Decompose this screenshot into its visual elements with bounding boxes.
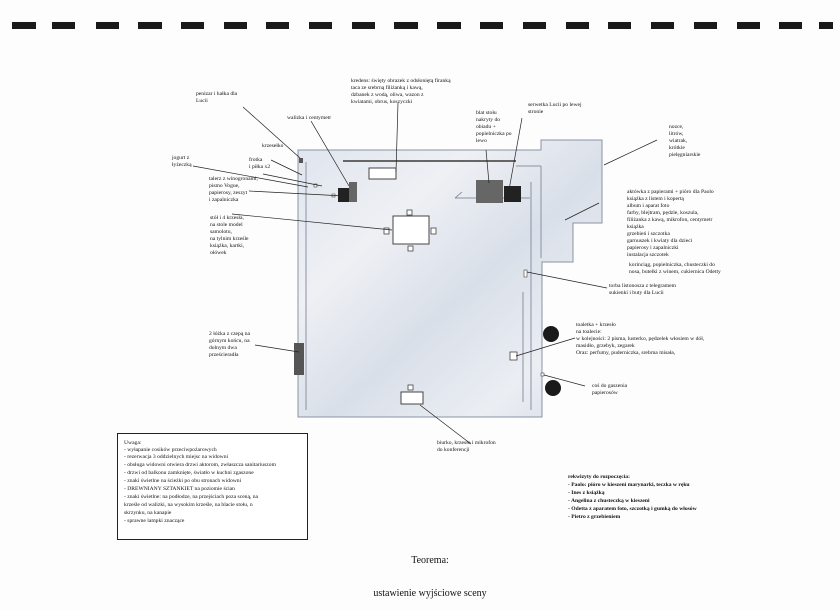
notes-line: - rezerwacja 3 oddzielnych miejsc na wid… xyxy=(124,454,229,460)
label-stol: stół i 4 krzesła, na stole model samolot… xyxy=(210,215,249,256)
sideboard xyxy=(368,167,397,180)
label-nozce: nozce, litrów, wiatrak, krótkie pielęgni… xyxy=(669,124,701,158)
binder-mark xyxy=(779,22,802,29)
binder-mark xyxy=(437,22,461,29)
notes-line: - sprawne lampki znaczące xyxy=(124,518,185,524)
props-heading: rekwizyty do rozpoczęcia: xyxy=(568,474,630,480)
binder-mark xyxy=(651,22,674,29)
notes-line: krześle od walizki, na wysokim krześle, … xyxy=(124,502,253,508)
binder-mark xyxy=(96,22,119,29)
props-line: - Angelina z chusteczką w kieszeni xyxy=(568,498,650,504)
binder-mark xyxy=(266,22,289,29)
binder-mark xyxy=(52,22,75,29)
dining-table xyxy=(392,215,430,245)
title-line-1: Teorema: xyxy=(411,555,449,566)
label-walizka: walizka i centymetr xyxy=(287,115,332,121)
binder-mark xyxy=(608,22,631,29)
props-line: - Paolo: pióro w kieszeni marynarki, tec… xyxy=(568,482,690,488)
label-penizar: penizar i hałka dla Lucii xyxy=(196,91,238,104)
binder-mark xyxy=(181,22,204,29)
title-line-2: ustawienie wyjściowe sceny xyxy=(373,588,487,599)
binder-mark xyxy=(737,22,760,29)
label-kredens: kredens: święty obrazek z odsłoniętą fir… xyxy=(351,78,451,105)
stage-floor xyxy=(297,139,603,418)
label-talerz: talerz z winogronami, pismo Vogue, papie… xyxy=(209,176,258,203)
props-line: - Ines z książką xyxy=(568,490,605,496)
binder-mark xyxy=(819,22,833,29)
binder-mark xyxy=(352,22,375,29)
label-toaletka: toaletka + krzesło na toalecie: w kolejn… xyxy=(576,322,705,356)
binder-mark xyxy=(523,22,546,29)
binder-mark xyxy=(694,22,717,29)
binder-mark xyxy=(394,22,418,29)
table-top xyxy=(476,180,503,203)
label-koriniciag: korinciąg, popielniczka, chusteczki do n… xyxy=(629,262,721,275)
binder-mark xyxy=(138,22,162,29)
label-aktowka: aktówka z papierami + pióro dla Paolo ks… xyxy=(627,189,714,258)
label-blat: blat stołu nakryty do obiadu + popielnic… xyxy=(476,110,512,144)
speaker-top xyxy=(543,326,559,342)
binder-mark xyxy=(12,22,36,29)
props-line: - Pietro z grzebieniem xyxy=(568,514,621,520)
notes-heading: Uwaga: xyxy=(124,440,142,446)
notes-line: - znaki świetlne: na podłodze, na przejś… xyxy=(124,494,259,500)
label-serwetka: serwetka Lucii po lewej stronie xyxy=(528,102,582,115)
dressing-table xyxy=(509,351,518,361)
binder-mark xyxy=(480,22,503,29)
label-jogurt: jogurt z łyżeczką xyxy=(172,155,192,168)
napkin-block xyxy=(504,186,521,202)
desk xyxy=(400,391,424,405)
binder-mark xyxy=(224,22,247,29)
binder-mark xyxy=(309,22,332,29)
label-cos: coś do gaszenia papierosów xyxy=(592,383,628,396)
page-title: Teorema: ustawienie wyjściowe sceny xyxy=(340,533,520,610)
beds xyxy=(294,343,304,375)
speaker-bottom xyxy=(545,380,561,396)
label-lozka: 2 łóżka z czepą na górnym końcu, na doln… xyxy=(209,331,250,358)
label-krzeslo: krzesełko xyxy=(262,143,284,149)
notes-line: - znaki świetlne na ścieżki po obu stron… xyxy=(124,478,242,484)
notes-line: - wyłapanie cosików przeciwpożarowych xyxy=(124,447,217,453)
notes-box: Uwaga: - wyłapanie cosików przeciwpożaro… xyxy=(117,433,308,540)
props-line: - Odetta z aparatem foto, szczotką i gum… xyxy=(568,506,697,512)
notes-line: - drzwi od balkonu zamknięte, światło w … xyxy=(124,470,254,476)
label-frotka: frotka i piłka x2 xyxy=(249,157,271,170)
binder-mark xyxy=(566,22,589,29)
armchair xyxy=(349,182,357,202)
notes-line: - obsługa widowni otwiera drzwi aktorom,… xyxy=(124,462,276,468)
label-biurko: biurko, krzesło i mikrofon do konferencj… xyxy=(437,440,496,453)
notes-line: skrzynku, na kanapie xyxy=(124,510,172,516)
label-torba: torba listonosza z telegramem sukienki i… xyxy=(609,283,676,296)
notes-line: - DREWNIANY SZTANKIET na poziomie ścian xyxy=(124,486,235,492)
